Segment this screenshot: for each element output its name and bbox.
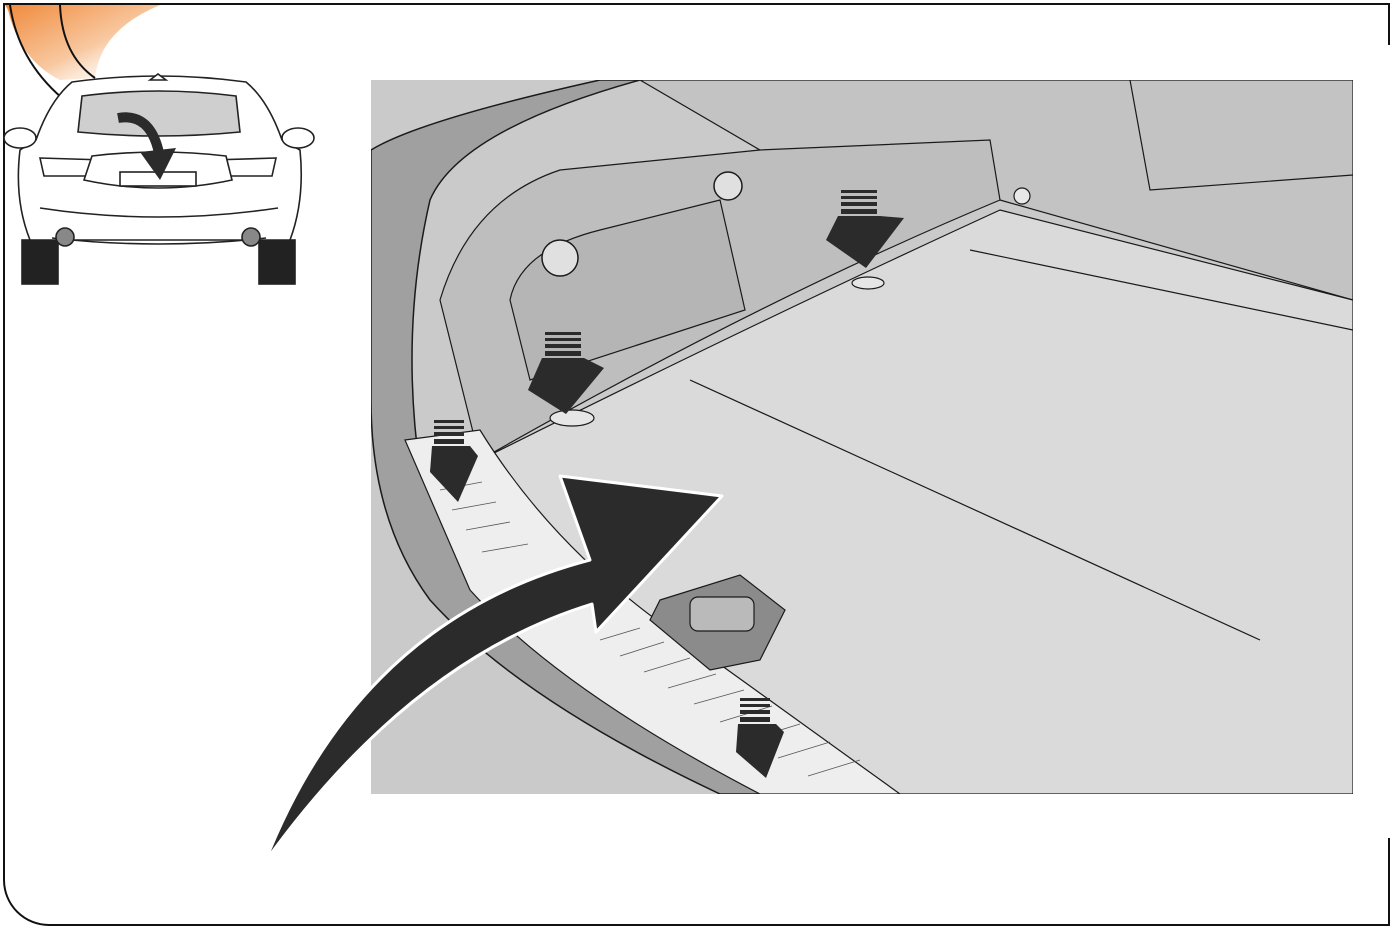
car-rear-thumbnail	[4, 74, 314, 284]
trunk-illustration	[371, 80, 1353, 794]
